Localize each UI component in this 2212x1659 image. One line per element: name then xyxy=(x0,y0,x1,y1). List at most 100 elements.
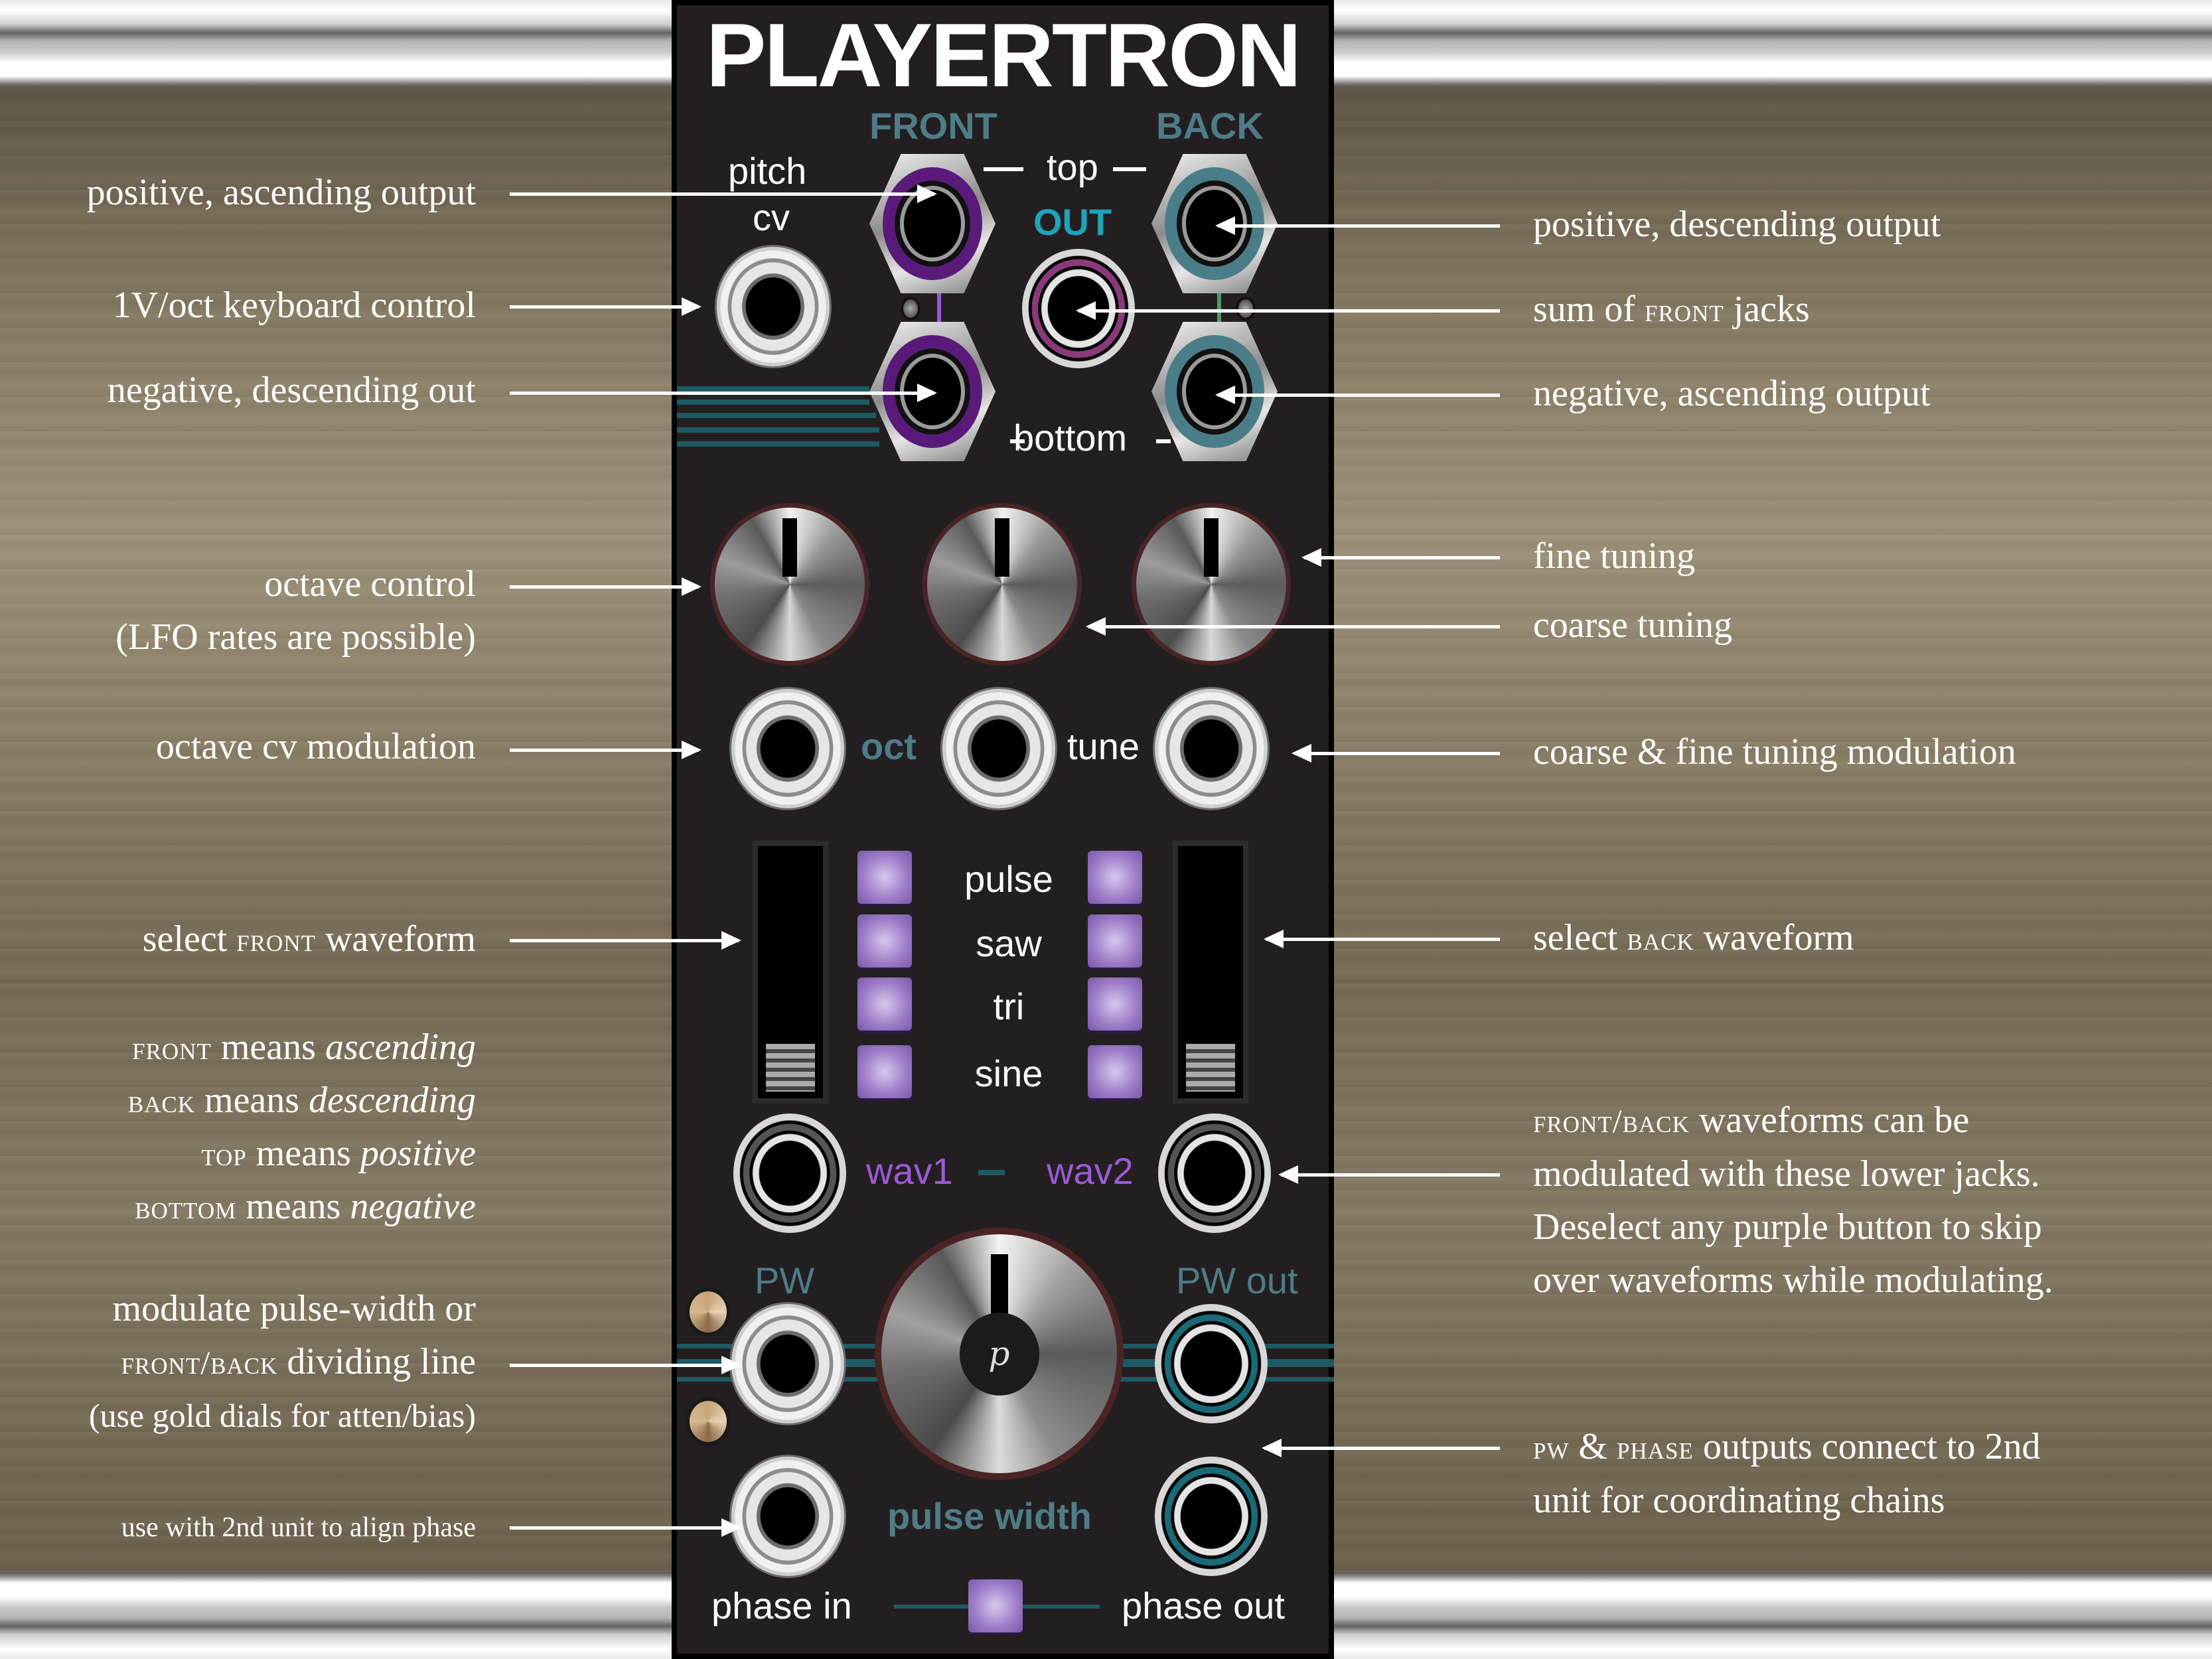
annotation-line: Deselect any purple button to skip xyxy=(1533,1206,2042,1248)
cv-label: cv xyxy=(753,196,790,238)
pw-attenuator-gold-dial[interactable] xyxy=(690,1291,727,1333)
back-sine-button[interactable] xyxy=(1088,1045,1142,1098)
back-label: BACK xyxy=(1156,105,1264,147)
legend-text: means xyxy=(195,1080,309,1121)
legend-term: bottom xyxy=(135,1189,237,1226)
annotation-octave-cv-modulation: octave cv modulation xyxy=(155,726,476,767)
pw-out-label: PW out xyxy=(1176,1260,1298,1301)
annotation-select-front-waveform: select front waveform xyxy=(143,912,476,966)
arrow-right-icon xyxy=(510,184,937,203)
annotation-positive-ascending-output: positive, ascending output xyxy=(86,172,476,213)
back-pulse-button[interactable] xyxy=(1088,851,1142,904)
front-tri-button[interactable] xyxy=(857,977,912,1031)
annotation-coarse-tuning: coarse tuning xyxy=(1533,605,1733,646)
octave-cv-jack[interactable] xyxy=(735,692,841,805)
arrow-left-icon xyxy=(1076,301,1500,320)
legend-text: means xyxy=(236,1186,350,1227)
annotation-modulate-pulse-width: modulate pulse-width or front/back divid… xyxy=(89,1282,476,1442)
front-top-output-jack[interactable] xyxy=(869,154,995,293)
legend-text: means xyxy=(246,1133,360,1174)
pitch-cv-input-jack[interactable] xyxy=(720,250,826,363)
wav2-label: wav2 xyxy=(1047,1150,1134,1192)
back-tri-button[interactable] xyxy=(1088,977,1142,1031)
front-link-line xyxy=(937,292,941,328)
bottom-label: bottom xyxy=(1013,417,1128,459)
waveform-label-sine: sine xyxy=(974,1052,1043,1094)
legend-meaning: positive xyxy=(360,1133,476,1174)
logo-icon: p xyxy=(959,1313,1039,1396)
arrow-right-icon xyxy=(510,577,701,596)
top-connector-line-right xyxy=(1113,167,1146,171)
pw-bias-gold-dial[interactable] xyxy=(690,1401,727,1442)
annotation-text: select xyxy=(1533,917,1627,958)
top-label: top xyxy=(1047,146,1098,188)
front-waveform-slider[interactable] xyxy=(758,846,823,1098)
arrow-left-icon xyxy=(1264,930,1500,948)
pulse-width-label: pulse width xyxy=(887,1495,1092,1537)
front-sine-button[interactable] xyxy=(857,1045,912,1098)
pw-out-jack[interactable] xyxy=(1155,1304,1268,1423)
annotation-1v-oct-keyboard: 1V/oct keyboard control xyxy=(112,285,476,326)
wav1-cv-jack[interactable] xyxy=(733,1114,846,1233)
module-title: PLAYERTRON xyxy=(705,5,1301,106)
legend-term: front xyxy=(132,1029,212,1066)
back-top-output-jack[interactable] xyxy=(1151,154,1278,293)
slider-handle[interactable] xyxy=(1186,1044,1235,1092)
annotation-smallcaps: front/back xyxy=(1533,1102,1690,1139)
arrow-right-icon xyxy=(510,1518,741,1537)
legend-meaning: ascending xyxy=(325,1027,476,1068)
octave-knob[interactable] xyxy=(710,503,869,666)
legend-meaning: negative xyxy=(350,1186,476,1227)
pw-cv-input-jack[interactable] xyxy=(735,1307,841,1420)
stripe xyxy=(677,427,879,433)
annotation-select-back-waveform: select back waveform xyxy=(1533,911,1854,965)
phase-in-label: phase in xyxy=(711,1585,852,1626)
annotation-pw-phase-outputs: pw & phase outputs connect to 2nd unit f… xyxy=(1533,1420,2041,1527)
stripe xyxy=(677,413,876,418)
arrow-right-icon xyxy=(510,741,701,759)
stripe xyxy=(677,399,869,405)
annotation-text: select xyxy=(142,918,237,960)
annotation-line: modulate pulse-width or xyxy=(112,1288,476,1329)
fine-tune-knob[interactable] xyxy=(1132,503,1291,666)
annotation-positive-descending-output: positive, descending output xyxy=(1533,204,1941,245)
phase-link-button[interactable] xyxy=(968,1579,1023,1632)
annotation-text: waveforms can be xyxy=(1689,1100,1970,1141)
front-pulse-button[interactable] xyxy=(857,851,912,904)
stripe xyxy=(677,386,869,392)
legend-text: means xyxy=(211,1027,325,1068)
arrow-right-icon xyxy=(510,384,937,402)
phase-out-jack[interactable] xyxy=(1155,1457,1268,1576)
annotation-smallcaps: pw xyxy=(1533,1429,1570,1466)
arrow-right-icon xyxy=(510,1356,741,1374)
arrow-left-icon xyxy=(1215,386,1500,404)
pulse-width-knob[interactable]: p xyxy=(875,1228,1124,1480)
front-saw-button[interactable] xyxy=(857,914,912,968)
coarse-tune-cv-jack[interactable] xyxy=(946,692,1052,805)
stripe xyxy=(677,441,879,447)
back-saw-button[interactable] xyxy=(1088,914,1142,968)
front-led xyxy=(903,299,918,318)
oct-label: oct xyxy=(861,725,917,767)
annotation-text: & xyxy=(1569,1426,1617,1467)
slider-handle[interactable] xyxy=(766,1044,815,1092)
wav2-cv-jack[interactable] xyxy=(1158,1114,1271,1233)
back-waveform-slider[interactable] xyxy=(1178,846,1243,1098)
annotation-line: unit for coordinating chains xyxy=(1533,1480,1945,1521)
arrow-left-icon xyxy=(1291,744,1500,762)
annotation-negative-ascending-output: negative, ascending output xyxy=(1533,373,1931,414)
back-led xyxy=(1238,299,1253,318)
legend-back-means-descending: back means descending xyxy=(128,1074,476,1127)
fine-tune-cv-jack[interactable] xyxy=(1158,692,1264,805)
legend-term: back xyxy=(127,1082,196,1119)
annotation-text: jacks xyxy=(1724,289,1810,330)
annotation-text: sum of xyxy=(1533,289,1645,330)
annotation-negative-descending-out: negative, descending out xyxy=(107,370,476,411)
waveform-label-pulse: pulse xyxy=(964,858,1053,900)
coarse-tune-knob[interactable] xyxy=(922,503,1082,666)
annotation-waveform-modulation: front/back waveforms can be modulated wi… xyxy=(1533,1094,2053,1307)
phase-in-jack[interactable] xyxy=(735,1460,841,1573)
arrow-left-icon xyxy=(1086,617,1500,636)
waveform-label-saw: saw xyxy=(976,922,1042,964)
annotation-coarse-fine-modulation: coarse & fine tuning modulation xyxy=(1533,731,2016,772)
